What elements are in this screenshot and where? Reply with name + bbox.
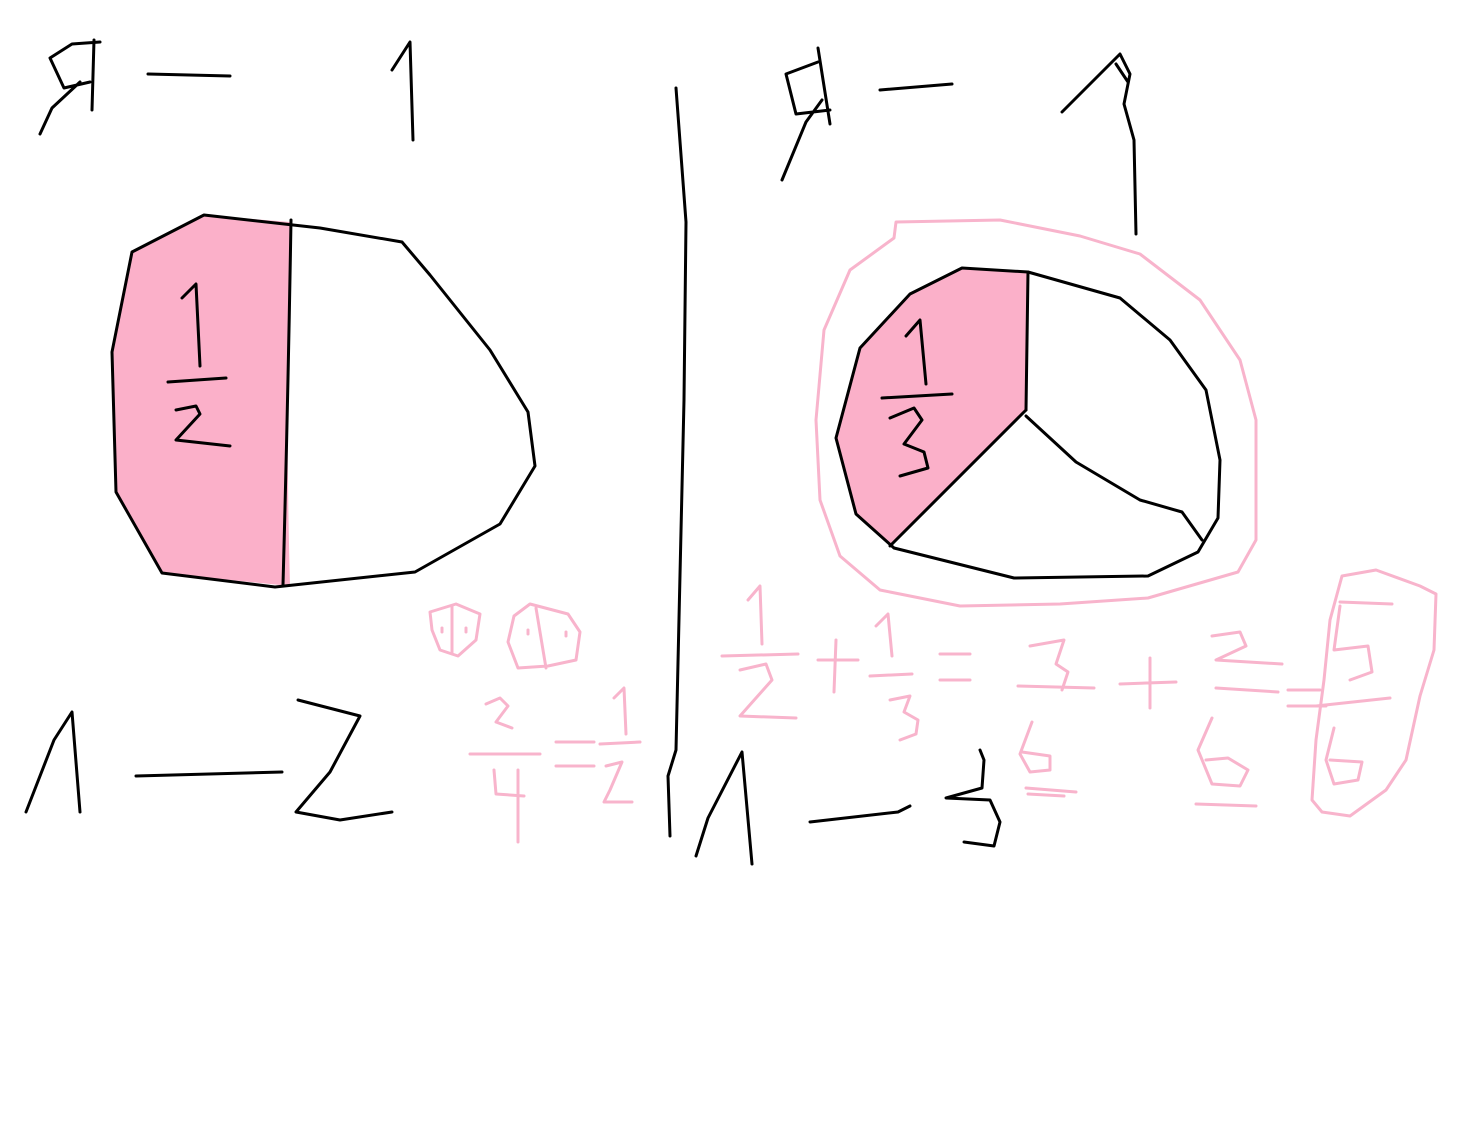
right-top-dash [878,82,954,92]
left-fraction: 1 2 [166,282,232,448]
highlight-halo [814,218,1258,608]
left-label-ya: Я [38,38,102,136]
right-divider-right [1024,414,1204,542]
center-divider [666,86,688,838]
fraction-equation: 1 2 1 3 3 6 2 6 5 6 [720,568,1438,818]
left-bottom-dash [134,770,284,778]
right-label-one: 1 [1060,52,1138,236]
left-divider-line [281,218,293,587]
right-divider-left [888,408,1028,548]
right-shaded-third [836,268,1028,546]
left-label-l: Л [24,710,82,814]
right-panel: Я 1 1 3 Л [694,46,1258,866]
left-top-dash [146,72,232,78]
right-label-ya: Я [780,46,832,182]
left-label-two: 2 [294,698,394,822]
mini-shape-quarters [428,602,482,658]
left-shape-outline [110,213,537,589]
right-bottom-dash [808,804,912,824]
right-shape-outline [834,266,1222,580]
left-half-shape [110,213,537,589]
right-label-l: Л [694,750,754,866]
left-label-one: 1 [390,40,415,142]
right-third-shape [834,266,1222,580]
left-panel: Я 1 1 2 Л 2 [24,38,537,822]
side-note: 2 4 1 2 [428,602,642,844]
right-divider-vertical [1024,270,1030,412]
left-shaded-half [112,215,290,586]
result-box [1310,568,1438,818]
right-label-three: 3 [944,748,1002,848]
right-fraction: 1 3 [880,318,954,478]
mini-shape-halves [506,602,582,670]
